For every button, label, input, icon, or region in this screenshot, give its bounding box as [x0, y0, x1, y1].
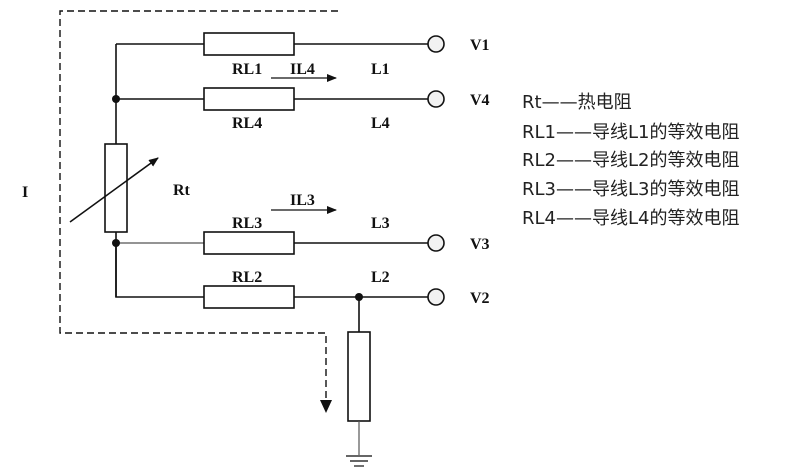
junction-dot-top [112, 95, 120, 103]
label-il4: IL4 [290, 61, 315, 78]
current-down-arrow-icon [320, 400, 332, 413]
label-v3: V3 [470, 236, 490, 253]
variable-arrow-icon [69, 157, 159, 223]
resistor-rl2 [203, 285, 295, 309]
legend-item: RL1——导线L1的等效电阻 [522, 122, 739, 143]
terminal-v4 [427, 90, 445, 108]
label-current-i: I [22, 184, 28, 201]
ground-icon [346, 455, 372, 467]
legend-item: RL4——导线L4的等效电阻 [522, 208, 739, 229]
legend-item: RL2——导线L2的等效电阻 [522, 150, 739, 171]
terminal-v1 [427, 35, 445, 53]
label-rl3: RL3 [232, 215, 262, 232]
label-l1: L1 [371, 61, 390, 78]
label-v1: V1 [470, 37, 490, 54]
legend: Rt——热电阻 RL1——导线L1的等效电阻 RL2——导线L2的等效电阻 RL… [522, 92, 739, 229]
legend-item: RL3——导线L3的等效电阻 [522, 179, 739, 200]
terminal-v2 [427, 288, 445, 306]
label-rl2: RL2 [232, 269, 262, 286]
label-il3: IL3 [290, 192, 315, 209]
current-path-dashed [59, 10, 338, 402]
resistor-rl1 [203, 32, 295, 56]
label-rl4: RL4 [232, 115, 262, 132]
label-rt: Rt [173, 182, 191, 199]
resistor-rl4 [203, 87, 295, 111]
label-l2: L2 [371, 269, 390, 286]
label-l4: L4 [371, 115, 390, 132]
resistor-rl3 [203, 231, 295, 255]
label-l3: L3 [371, 215, 390, 232]
terminal-v3 [427, 234, 445, 252]
label-v4: V4 [470, 92, 490, 109]
load-resistor [347, 331, 371, 422]
legend-item: Rt——热电阻 [522, 92, 632, 113]
label-rl1: RL1 [232, 61, 262, 78]
label-v2: V2 [470, 290, 490, 307]
